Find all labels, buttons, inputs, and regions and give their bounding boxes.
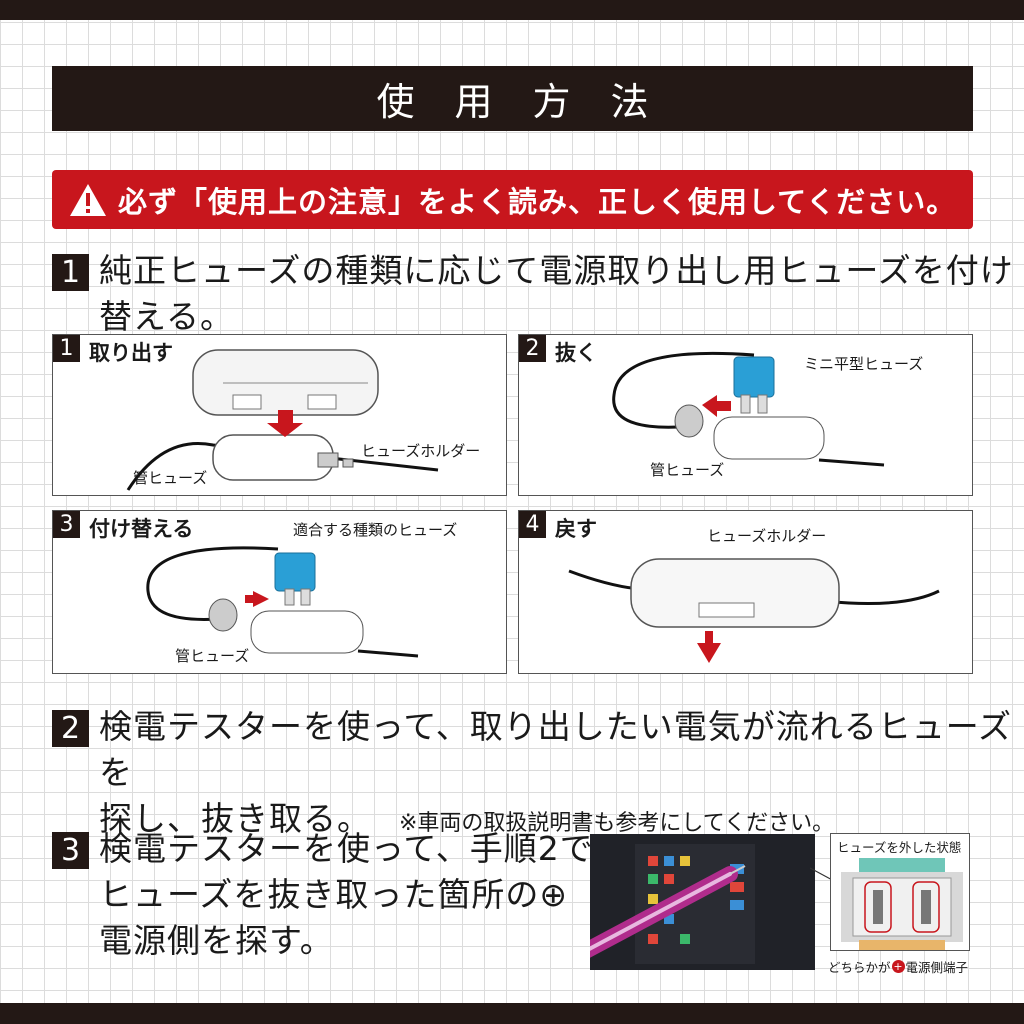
panel-title: 戻す [555, 517, 597, 541]
step-text: 検電テスターを使って、手順2で ヒューズを抜き取った箇所の⊕ 電源側を探す。 [99, 826, 594, 964]
page-title: 使用方法 [376, 80, 689, 124]
fuse-box-photo [590, 834, 815, 970]
title-band: 使用方法 [52, 66, 973, 131]
panel-remove: 1 取り出す ヒューズホルダー 管ヒューズ [52, 334, 507, 496]
step-line: 純正ヒューズの種類に応じて電源取り出し用ヒューズを付け [99, 251, 1014, 290]
step-2: 2 検電テスターを使って、取り出したい電気が流れるヒューズを 探し、抜き取る。 ※… [52, 704, 1024, 847]
callout-fuse-holder: ヒューズホルダー [707, 527, 827, 545]
fuse-socket-illustration [841, 858, 963, 950]
plus-icon: + [891, 960, 905, 973]
panel-title: 取り出す [89, 341, 173, 365]
inset-caption-before: どちらかが [828, 960, 891, 975]
step-number: 3 [52, 832, 89, 869]
panel-title: 抜く [555, 341, 597, 365]
step-3: 3 検電テスターを使って、手順2で ヒューズを抜き取った箇所の⊕ 電源側を探す。 [52, 826, 594, 964]
step-line: 探し、抜き取る。 ※車両の取扱説明書も参考にしてください。 [99, 796, 1024, 847]
callout-mini-fuse: ミニ平型ヒューズ [804, 355, 924, 373]
step-text: 純正ヒューズの種類に応じて電源取り出し用ヒューズを付け 替える。 [99, 248, 1014, 340]
panel-number: 3 [53, 511, 80, 538]
top-bar [0, 0, 1024, 20]
inset-caption: どちらかが + 電源側端子 [828, 957, 968, 976]
step-line: 検電テスターを使って、取り出したい電気が流れるヒューズを [99, 707, 1013, 792]
inset-title: ヒューズを外した状態 [837, 840, 962, 855]
step-number: 2 [52, 710, 89, 747]
step-line: 検電テスターを使って、手順2で [99, 829, 594, 868]
inset-caption-after: 電源側端子 [905, 960, 969, 975]
warning-banner: 必ず「使用上の注意」をよく読み、正しく使用してください。 [52, 170, 973, 229]
callout-fuse-holder: ヒューズホルダー [361, 442, 481, 460]
panel-replace: 3 付け替える 適合する種類のヒューズ 管ヒューズ [52, 510, 507, 674]
panel-return: 4 戻す ヒューズホルダー [518, 510, 973, 674]
warning-text: 必ず「使用上の注意」をよく読み、正しく使用してください。 [118, 184, 957, 219]
step-note: ※車両の取扱説明書も参考にしてください。 [399, 811, 835, 836]
fuse-removed-inset: ヒューズを外した状態 どちらかが + 電源側端子 [828, 833, 970, 980]
panel-pull-out: 2 抜く ミニ平型ヒューズ 管ヒューズ [518, 334, 973, 496]
inset-box: ヒューズを外した状態 [830, 833, 970, 951]
panel-number: 2 [519, 335, 546, 362]
panel-title: 付け替える [89, 517, 194, 541]
step-line-text: 探し、抜き取る。 [99, 799, 371, 838]
callout-compatible-fuse: 適合する種類のヒューズ [293, 521, 458, 539]
fuse-holder-open-illustration [126, 349, 439, 491]
fuse-holder-closed-illustration [568, 558, 940, 663]
step-line: ヒューズを抜き取った箇所の⊕ [99, 875, 569, 914]
step-text: 検電テスターを使って、取り出したい電気が流れるヒューズを 探し、抜き取る。 ※車両… [99, 704, 1024, 847]
step-number: 1 [52, 254, 89, 291]
callout-tube-fuse: 管ヒューズ [133, 469, 208, 487]
panel-number: 1 [53, 335, 80, 362]
step-1: 1 純正ヒューズの種類に応じて電源取り出し用ヒューズを付け 替える。 [52, 248, 1014, 340]
bottom-bar [0, 1003, 1024, 1024]
callout-tube-fuse: 管ヒューズ [650, 461, 725, 479]
callout-tube-fuse: 管ヒューズ [175, 647, 250, 665]
fuse-replace-illustration [146, 546, 419, 658]
fuse-swap-illustration [612, 351, 885, 467]
fuse-box-photo-illustration [590, 834, 815, 970]
step-line: 電源側を探す。 [99, 921, 334, 960]
step-line: 替える。 [99, 297, 235, 336]
warning-icon [70, 183, 106, 216]
panel-number: 4 [519, 511, 546, 538]
